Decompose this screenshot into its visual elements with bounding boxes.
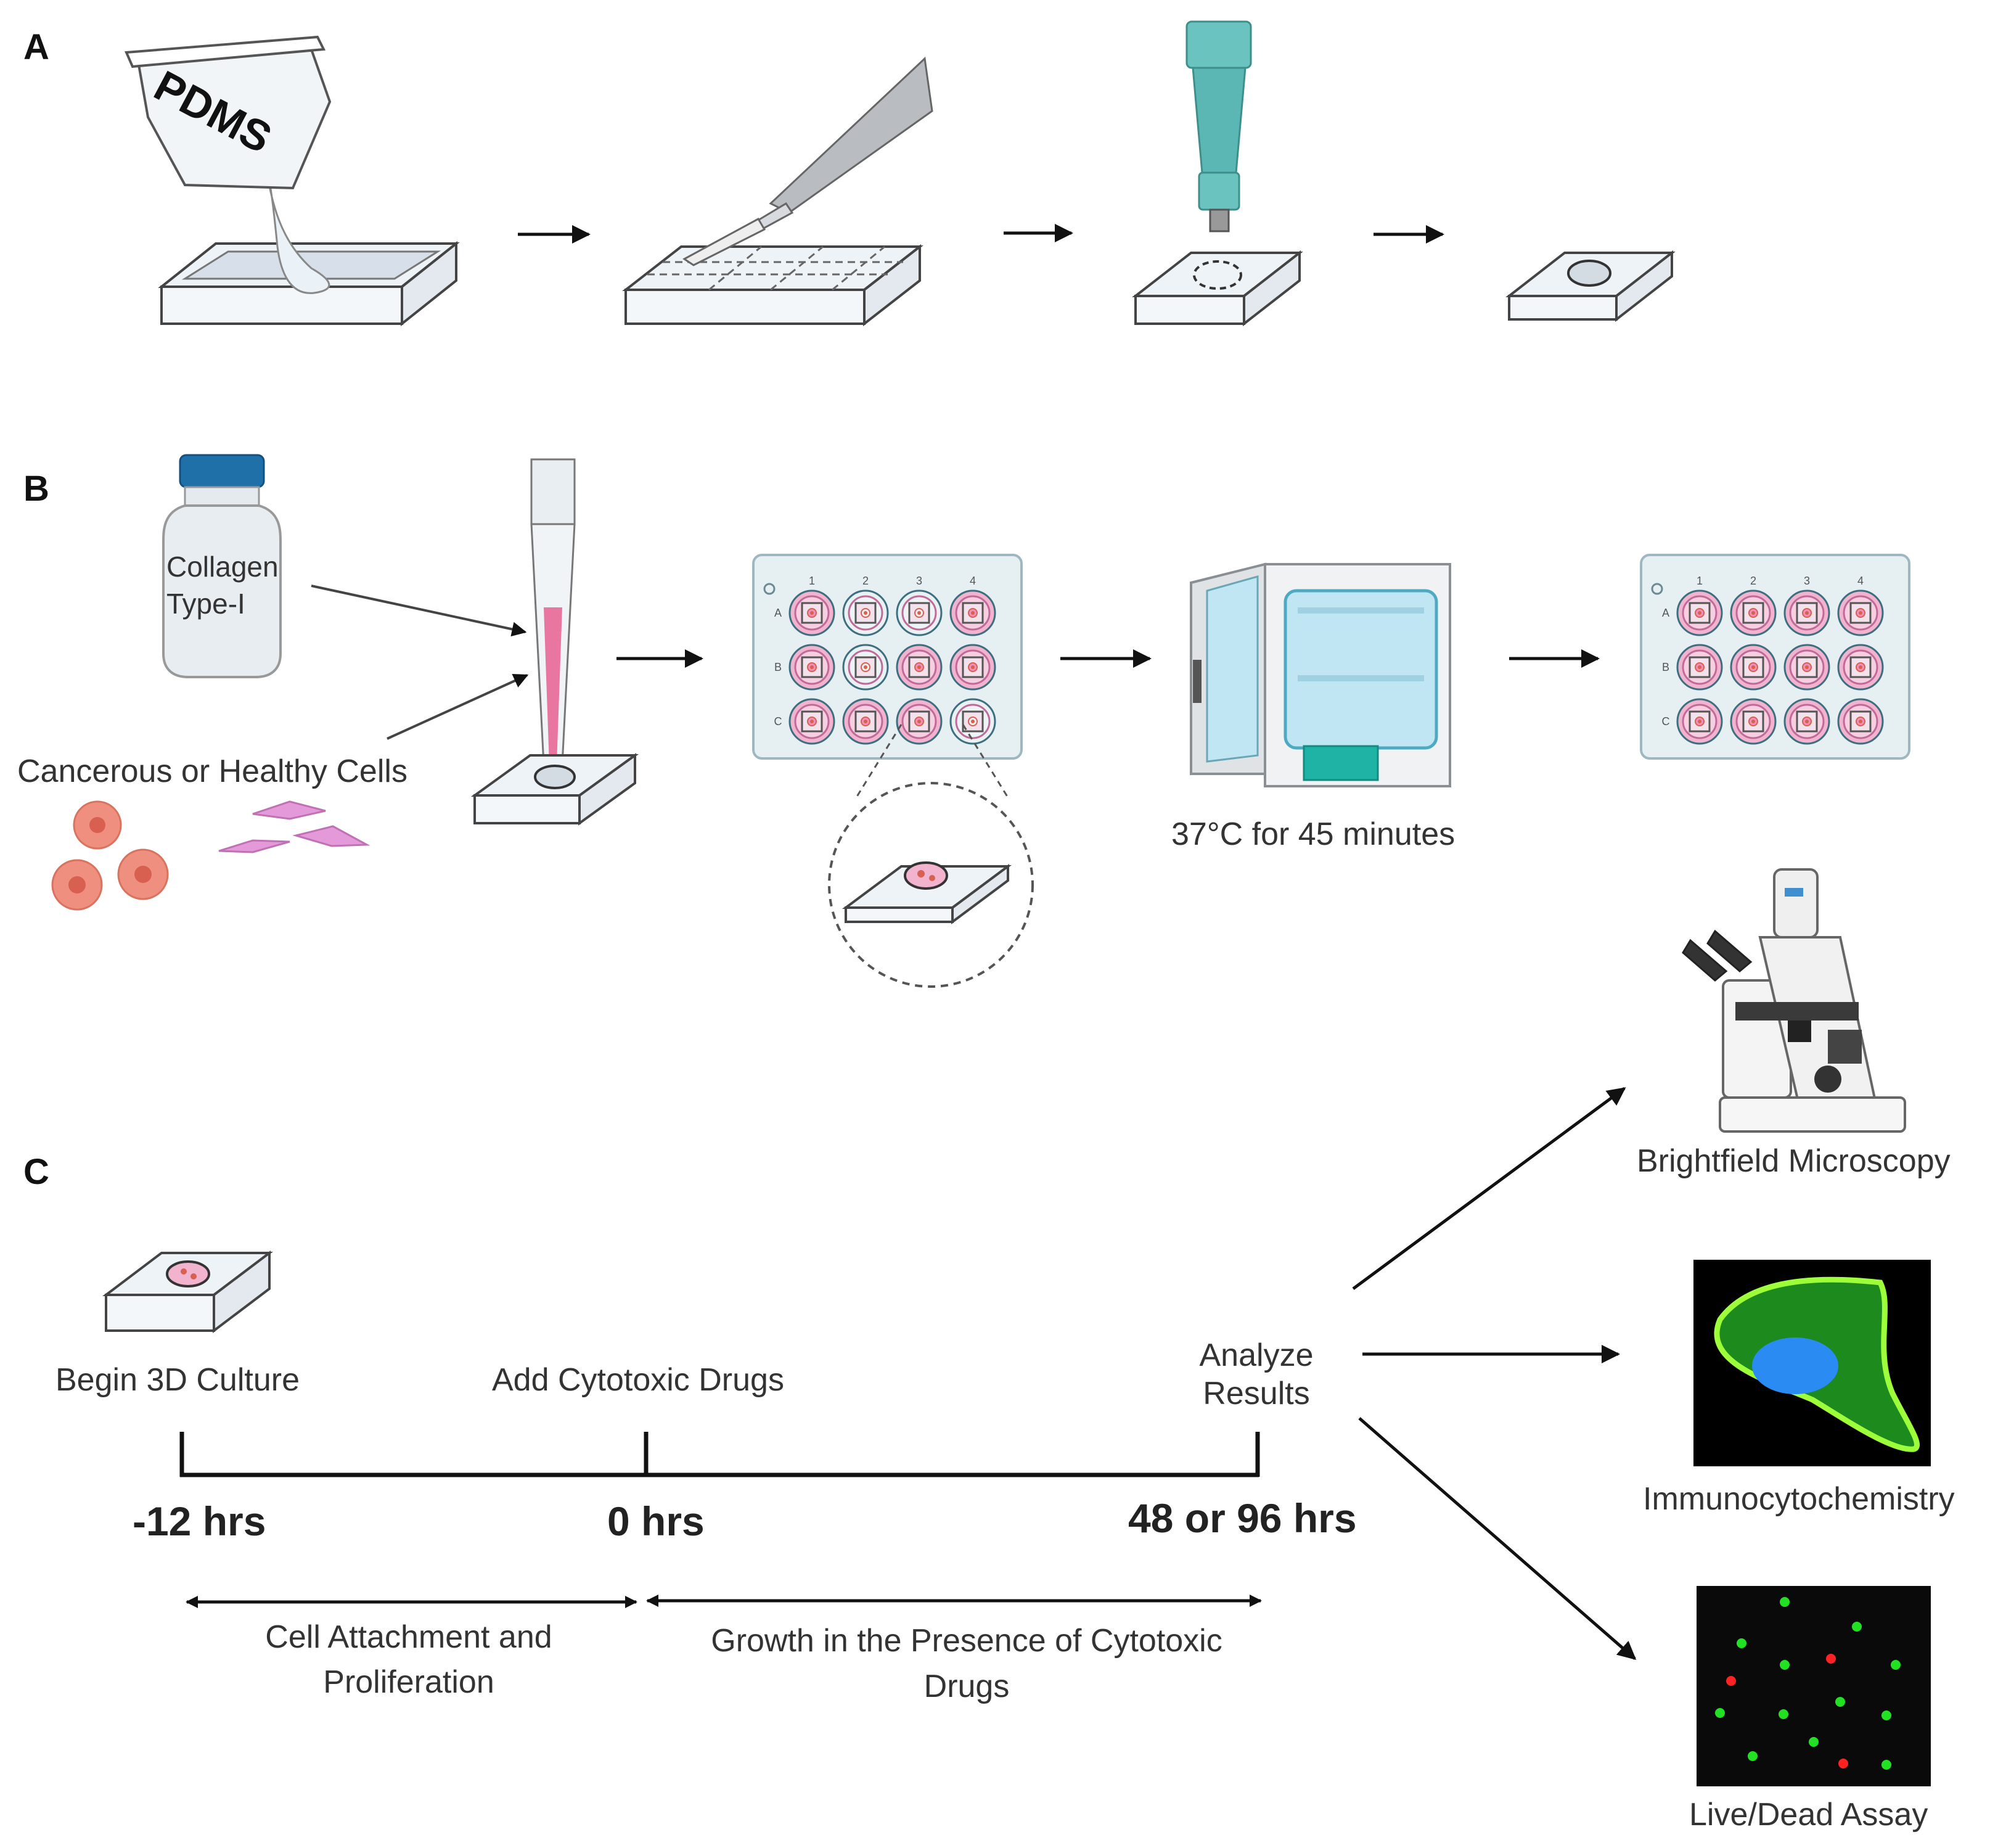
fibroblast-icons bbox=[218, 800, 371, 853]
biopsy-punch-icon bbox=[1185, 20, 1252, 232]
microscope-icon bbox=[1682, 868, 1906, 1133]
pipette-icon bbox=[530, 458, 576, 766]
plate2-well bbox=[1837, 589, 1884, 636]
plate1-well bbox=[896, 589, 943, 636]
time-start-label: -12 hrs bbox=[133, 1498, 266, 1544]
cancer-cell-icons bbox=[51, 800, 169, 911]
plate1-well bbox=[842, 644, 889, 691]
time-zero-label: 0 hrs bbox=[607, 1498, 705, 1544]
plate2-well bbox=[1730, 589, 1777, 636]
collagen-bottle-icon: Collagen Type-I bbox=[162, 454, 282, 678]
panel-c-letter: C bbox=[23, 1152, 49, 1192]
plate2-well bbox=[1730, 644, 1777, 691]
begin-culture-label: Begin 3D Culture bbox=[55, 1362, 300, 1398]
plate1-well bbox=[949, 589, 996, 636]
plate2-well bbox=[1837, 644, 1884, 691]
plate1-well bbox=[896, 644, 943, 691]
plate2-well bbox=[1730, 698, 1777, 745]
plate2-col-label: 4 bbox=[1857, 575, 1864, 587]
arrow-collagen-to-pipette bbox=[311, 585, 527, 637]
arrow-to-microscopy bbox=[1352, 1086, 1626, 1291]
plate1-well bbox=[842, 698, 889, 745]
plate2-well bbox=[1837, 698, 1884, 745]
plate2-well bbox=[1783, 589, 1830, 636]
plate1-well bbox=[896, 698, 943, 745]
collagen-label: Collagen bbox=[166, 551, 279, 583]
well-plate-polymerized: 1 2 3 4A B C bbox=[1640, 554, 1910, 760]
arrow-to-livedead bbox=[1358, 1417, 1637, 1660]
livedead-label: Live/Dead Assay bbox=[1689, 1797, 1928, 1833]
plate1-col-label: 1 bbox=[809, 575, 815, 587]
plate1-well bbox=[949, 698, 996, 745]
cut-pdms-sheet bbox=[622, 244, 923, 327]
plate1-well bbox=[788, 589, 835, 636]
pdms-beaker-icon: PDMS bbox=[125, 35, 332, 294]
attach-label-2: Proliferation bbox=[323, 1664, 494, 1700]
panel-b-letter: B bbox=[23, 469, 49, 509]
arrow-cells-to-pipette bbox=[387, 673, 529, 740]
plate2-row-label: B bbox=[1662, 661, 1669, 673]
plate2-well bbox=[1783, 644, 1830, 691]
plate2-row-label: A bbox=[1662, 607, 1669, 619]
plate1-col-label: 2 bbox=[862, 575, 869, 587]
culture-block-icon bbox=[102, 1250, 273, 1334]
plate2-well bbox=[1676, 589, 1723, 636]
plate1-well bbox=[842, 589, 889, 636]
microscopy-label: Brightfield Microscopy bbox=[1637, 1143, 1951, 1179]
results-label: Results bbox=[1203, 1376, 1309, 1411]
immunocytochemistry-image bbox=[1693, 1260, 1931, 1466]
plate2-col-label: 1 bbox=[1697, 575, 1703, 587]
incubator-icon bbox=[1190, 562, 1451, 787]
plate-zoom-callout bbox=[828, 724, 1034, 988]
incubation-label: 37°C for 45 minutes bbox=[1171, 816, 1455, 852]
plate2-row-label: C bbox=[1662, 715, 1670, 728]
plate2-col-label: 2 bbox=[1750, 575, 1756, 587]
pdms-well-block-loading bbox=[470, 753, 639, 826]
plate1-col-label: 3 bbox=[916, 575, 922, 587]
plate2-well bbox=[1676, 698, 1723, 745]
plate1-well bbox=[788, 644, 835, 691]
icc-label: Immunocytochemistry bbox=[1643, 1481, 1955, 1517]
timeline-axis bbox=[179, 1432, 1260, 1477]
punched-pdms-block bbox=[1132, 250, 1303, 327]
plate1-row-label: C bbox=[774, 715, 782, 728]
collagen-type-label: Type-I bbox=[166, 588, 245, 620]
cells-label: Cancerous or Healthy Cells bbox=[17, 754, 407, 789]
plate1-row-label: A bbox=[774, 607, 782, 619]
well-plate-loaded: 1 2 3 4A B C bbox=[752, 554, 1023, 760]
plate1-well bbox=[949, 644, 996, 691]
attach-label-1: Cell Attachment and bbox=[265, 1619, 552, 1655]
plate1-row-label: B bbox=[774, 661, 782, 673]
time-end-label: 48 or 96 hrs bbox=[1128, 1495, 1357, 1541]
plate1-col-label: 4 bbox=[970, 575, 976, 587]
plate2-well bbox=[1676, 644, 1723, 691]
add-drugs-label: Add Cytotoxic Drugs bbox=[492, 1362, 784, 1398]
plate2-well bbox=[1783, 698, 1830, 745]
analyze-label: Analyze bbox=[1200, 1337, 1314, 1373]
live-dead-image bbox=[1697, 1586, 1931, 1786]
plate1-well bbox=[788, 698, 835, 745]
scalpel-icon bbox=[682, 56, 933, 266]
plate2-col-label: 3 bbox=[1804, 575, 1810, 587]
pdms-well-block bbox=[1505, 250, 1676, 322]
panel-a-letter: A bbox=[23, 27, 49, 67]
growth-label-1: Growth in the Presence of Cytotoxic bbox=[711, 1623, 1222, 1659]
growth-label-2: Drugs bbox=[924, 1669, 1010, 1704]
